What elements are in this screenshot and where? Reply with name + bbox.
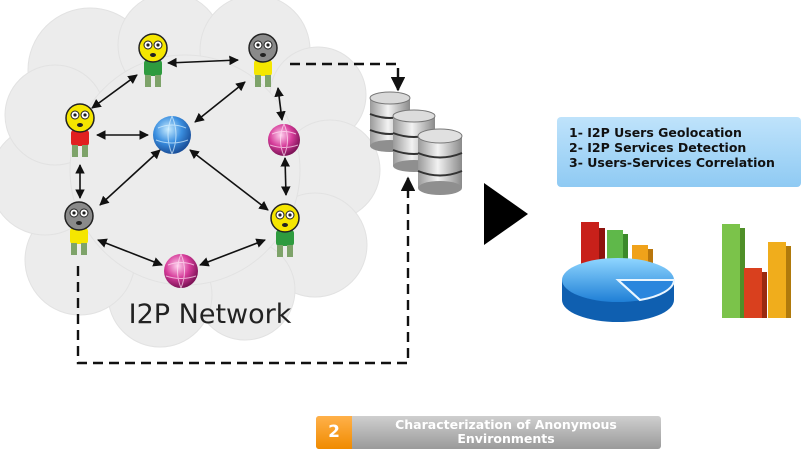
bar-pie-chart-icon (562, 222, 676, 322)
collection-paths (76, 62, 416, 365)
network-cloud (0, 0, 381, 348)
link-pink-bottomright (199, 238, 266, 267)
network-links (75, 55, 291, 267)
section-title: Characterization of Anonymous Environmen… (356, 418, 656, 446)
bar-chart-icon (722, 224, 791, 318)
link-globe-bottomright (189, 149, 269, 211)
blue-globe-icon (153, 115, 191, 155)
link-top (167, 55, 239, 68)
link-bottomleft-globe (99, 149, 161, 206)
user-node-icon (65, 103, 95, 157)
link-globe-topright (194, 81, 246, 123)
dashed-arrow-bottom (76, 176, 416, 365)
section-number: 2 (316, 416, 352, 449)
section-title-line: Environments (457, 431, 555, 446)
user-node-icon (248, 33, 278, 87)
results-item: 2- I2P Services Detection (569, 140, 747, 155)
section-title-line: Characterization of Anonymous (395, 417, 617, 432)
network-label: I2P Network (129, 299, 292, 330)
link-bottomleft-pink (97, 238, 163, 267)
results-item: 3- Users-Services Correlation (569, 155, 775, 170)
link-topleft (91, 74, 138, 109)
user-node-icon (64, 201, 94, 255)
dashed-arrow-top (290, 62, 406, 92)
results-list: 1- I2P Users Geolocation 2- I2P Services… (557, 117, 801, 187)
results-item: 1- I2P Users Geolocation (569, 125, 742, 140)
user-node-icon (270, 203, 300, 257)
section-badge: 2 Characterization of Anonymous Environm… (316, 416, 661, 449)
link-right-vertical-2 (280, 157, 291, 196)
link-right-vertical-1 (274, 87, 286, 121)
pink-globe-icon (268, 123, 300, 157)
database-icon (369, 91, 463, 195)
process-arrow-icon (484, 183, 528, 245)
user-node-icon (138, 33, 168, 87)
pink-globe-icon (164, 253, 198, 289)
